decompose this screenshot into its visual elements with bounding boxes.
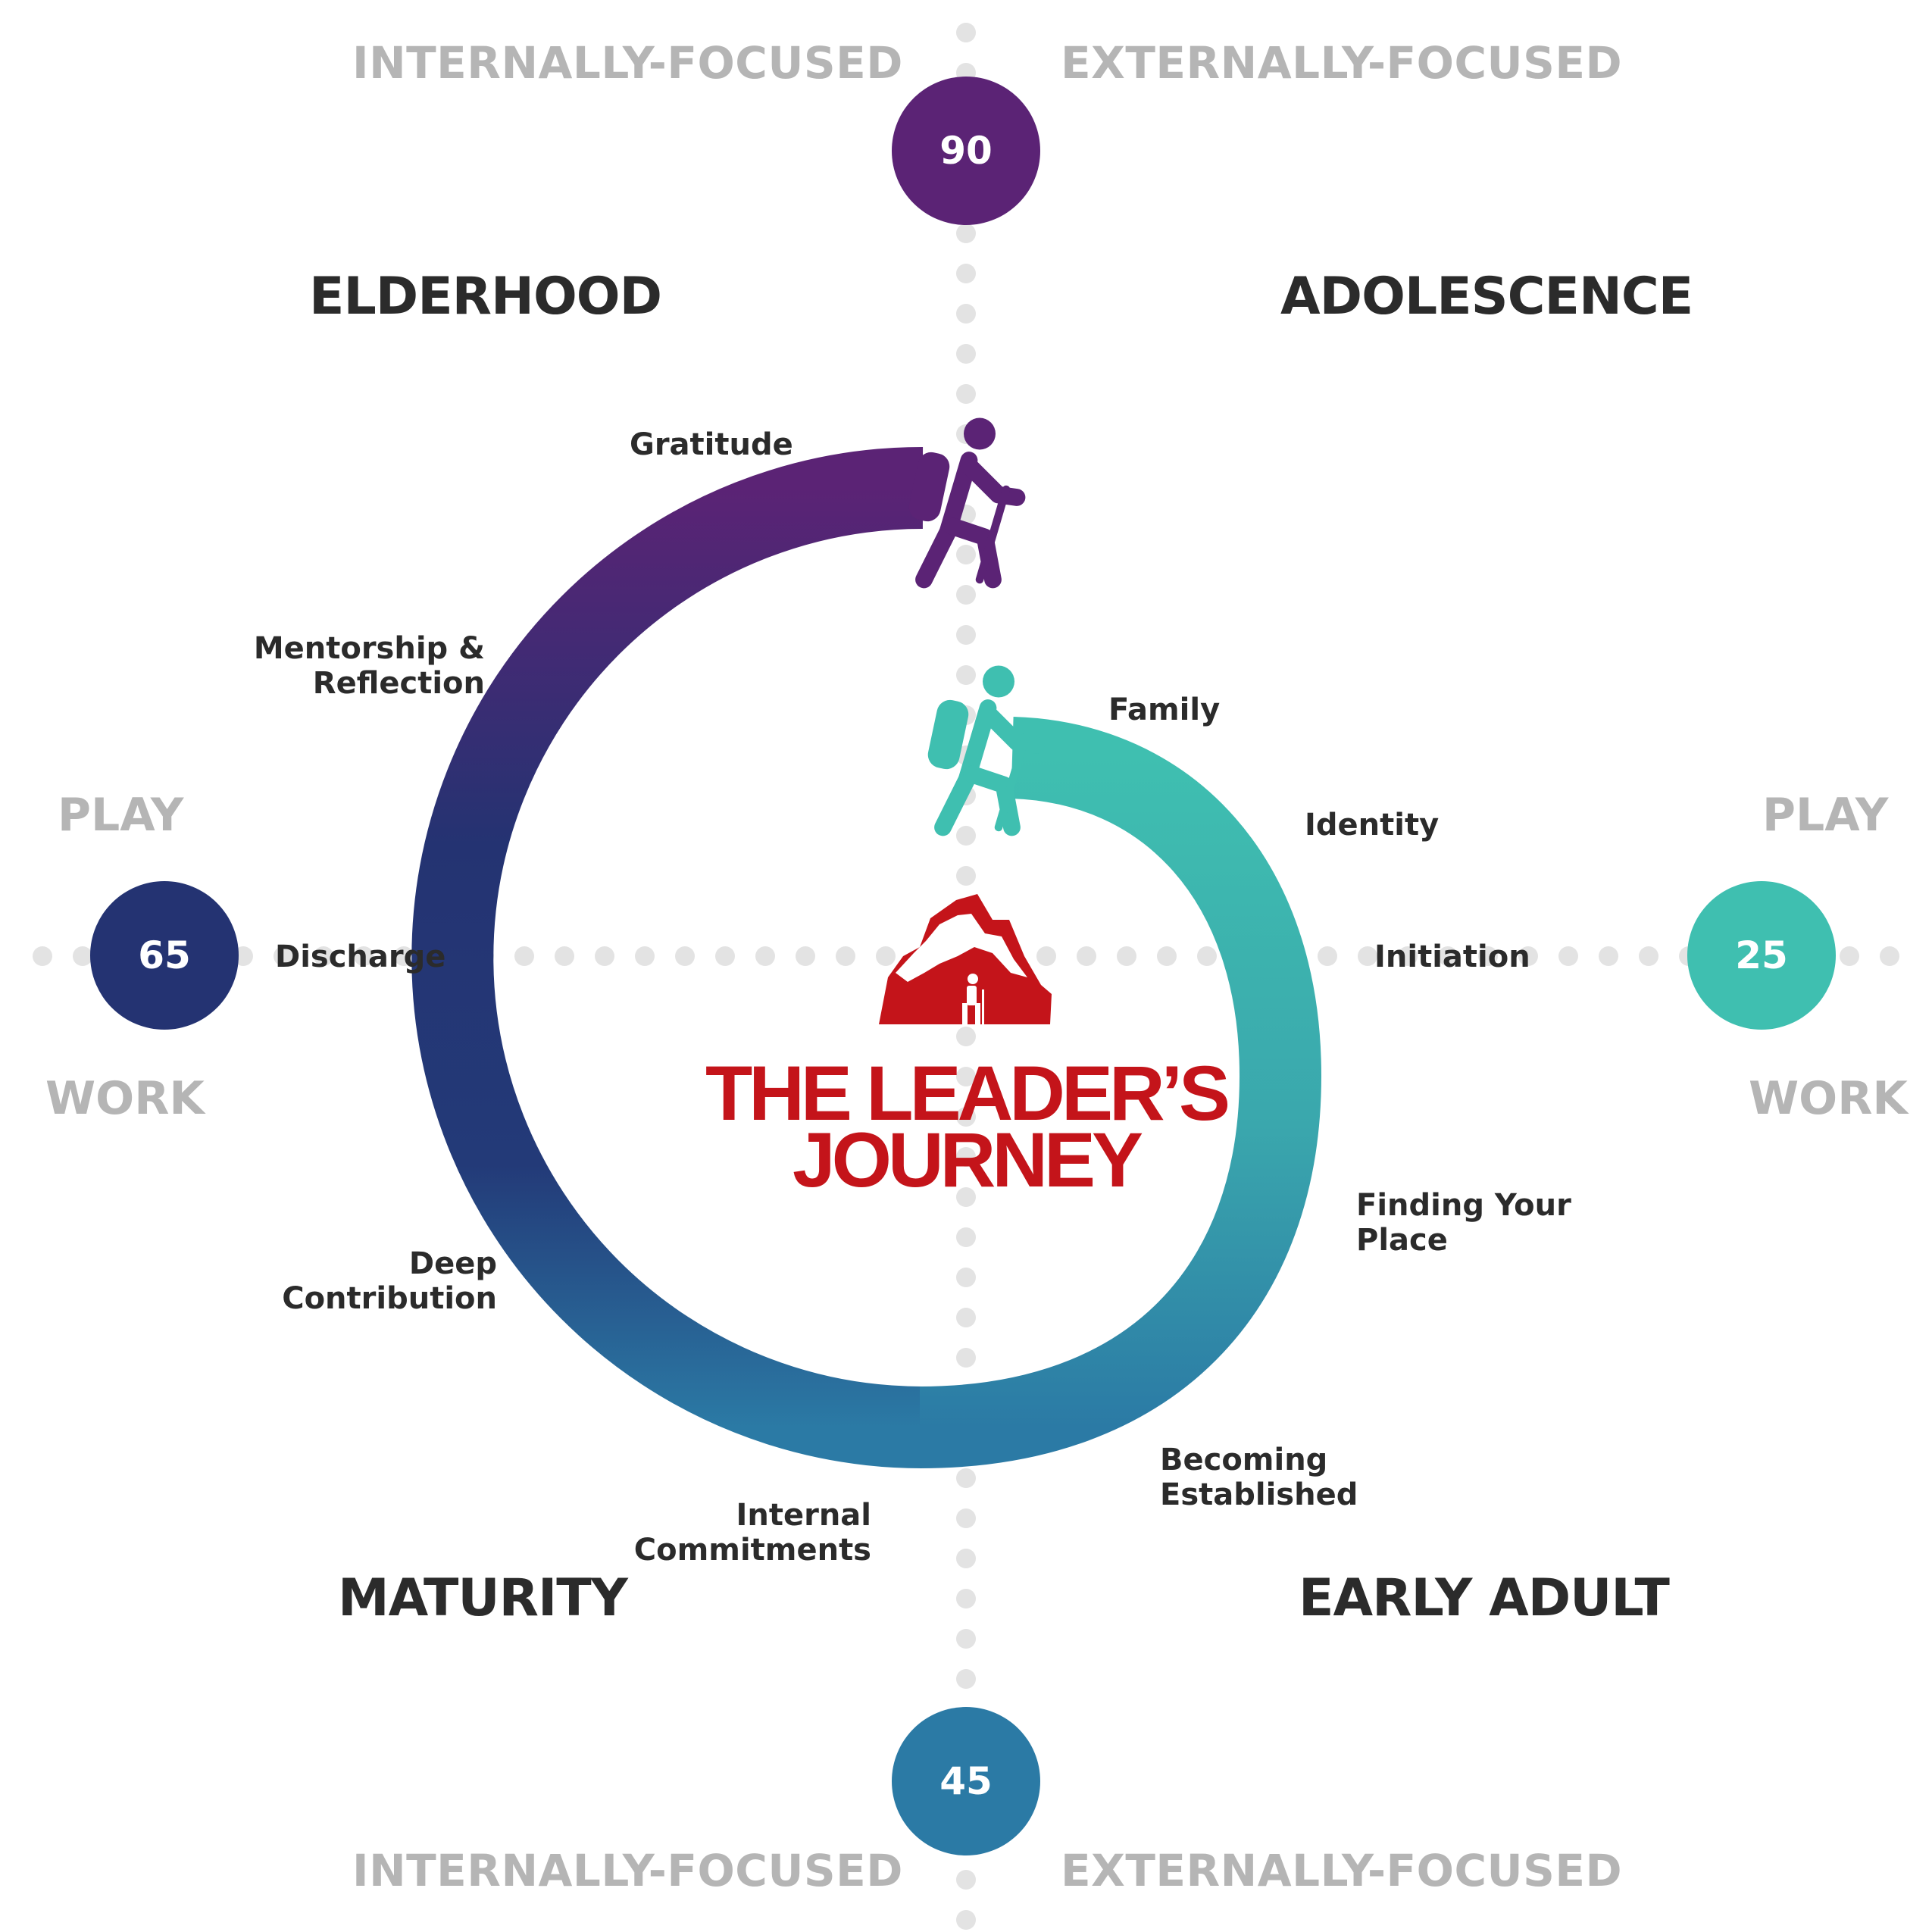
axis-dot: [956, 1669, 976, 1689]
axis-dot: [1558, 946, 1578, 966]
bottom-left-focus-label: INTERNALLY-FOCUSED: [352, 1845, 903, 1896]
axis-dot: [1478, 946, 1498, 966]
phase-initiation: Initiation: [1374, 939, 1530, 974]
axis-dot: [33, 946, 52, 966]
left-work-label: WORK: [45, 1072, 205, 1125]
axis-dot: [956, 224, 976, 243]
axis-dot: [836, 946, 855, 966]
left-play-label: PLAY: [58, 789, 184, 842]
axis-dot: [956, 1348, 976, 1368]
axis-dot: [956, 1107, 976, 1127]
axis-dot: [274, 946, 293, 966]
stage-early-adult: EARLY ADULT: [1299, 1568, 1670, 1628]
logo-hiker-icon: [962, 974, 984, 1026]
phase-finding-your-place: Finding Your Place: [1356, 1188, 1571, 1258]
right-play-label: PLAY: [1762, 789, 1889, 842]
phase-discharge: Discharge: [275, 939, 446, 974]
stage-elderhood: ELDERHOOD: [309, 267, 662, 327]
axis-dot: [394, 946, 414, 966]
axis-dot: [1358, 946, 1377, 966]
axis-dot: [1157, 946, 1177, 966]
age-90-badge: 90: [892, 77, 1040, 225]
axis-dot: [956, 344, 976, 364]
axis-dot: [956, 1508, 976, 1528]
phase-becoming-established: Becoming Established: [1160, 1443, 1358, 1512]
axis-dot: [956, 665, 976, 685]
axis-dot: [956, 1308, 976, 1327]
axis-dot: [956, 1629, 976, 1649]
axis-dot: [1318, 946, 1337, 966]
axis-dot: [555, 946, 574, 966]
axis-dot: [1639, 946, 1658, 966]
axis-dot: [1880, 946, 1899, 966]
age-25-badge: 25: [1687, 881, 1836, 1030]
axis-dot: [1438, 946, 1458, 966]
axis-dot: [715, 946, 735, 966]
phase-mentorship-reflection: Mentorship & Reflection: [253, 631, 485, 701]
axis-dot: [956, 384, 976, 404]
stage-maturity: MATURITY: [338, 1568, 628, 1628]
axis-dot: [1840, 946, 1859, 966]
age-65-badge: 65: [90, 881, 239, 1030]
axis-dot: [956, 625, 976, 645]
axis-dot: [956, 264, 976, 283]
axis-dot: [956, 304, 976, 324]
axis-dot: [796, 946, 815, 966]
axis-dot: [1077, 946, 1096, 966]
axis-dot: [956, 826, 976, 846]
axis-dot: [675, 946, 695, 966]
axis-dot: [1398, 946, 1418, 966]
phase-deep-contribution: Deep Contribution: [282, 1246, 497, 1316]
axis-dot: [1599, 946, 1618, 966]
axis-dot: [956, 545, 976, 564]
axis-dot: [354, 946, 374, 966]
axis-dot: [956, 1067, 976, 1086]
axis-dot: [956, 1589, 976, 1608]
spiral-inner-segment: [919, 717, 1322, 1468]
journey-spiral: [411, 447, 1322, 1468]
age-45-badge: 45: [892, 1707, 1040, 1855]
axis-dot: [956, 1468, 976, 1488]
hiker-elder-icon: [908, 417, 1026, 589]
axis-dot: [956, 1147, 976, 1167]
axis-dot: [956, 1870, 976, 1890]
axis-dot: [635, 946, 655, 966]
logo-title-line2: JOURNEY: [792, 1117, 1143, 1203]
top-right-focus-label: EXTERNALLY-FOCUSED: [1061, 37, 1623, 89]
bottom-right-focus-label: EXTERNALLY-FOCUSED: [1061, 1845, 1623, 1896]
top-left-focus-label: INTERNALLY-FOCUSED: [352, 37, 903, 89]
spiral-outer-segment: [411, 447, 924, 1468]
phase-internal-commitments: Internal Commitments: [633, 1498, 871, 1568]
axis-dot: [73, 946, 92, 966]
axis-dot: [876, 946, 896, 966]
phase-family: Family: [1108, 692, 1221, 727]
axis-dot: [956, 866, 976, 886]
axis-dot: [956, 585, 976, 605]
axis-dot: [514, 946, 534, 966]
axis-dot: [956, 1187, 976, 1207]
mountain-logo-icon: [879, 894, 1052, 1026]
right-work-label: WORK: [1749, 1072, 1908, 1125]
axis-dot: [956, 23, 976, 42]
phase-identity: Identity: [1305, 808, 1440, 843]
axis-dot: [956, 1268, 976, 1287]
axis-dot: [956, 1027, 976, 1046]
axis-dot: [1036, 946, 1056, 966]
axis-dot: [314, 946, 333, 966]
axis-dot: [755, 946, 775, 966]
axis-dot: [956, 1549, 976, 1568]
axis-dot: [595, 946, 614, 966]
phase-gratitude: Gratitude: [630, 427, 793, 462]
axis-dot: [956, 1910, 976, 1930]
axis-dot: [1117, 946, 1136, 966]
axis-dot: [1197, 946, 1217, 966]
hiker-young-icon: [927, 665, 1045, 836]
axis-dot: [1518, 946, 1538, 966]
axis-dot: [956, 1227, 976, 1247]
stage-adolescence: ADOLESCENCE: [1280, 267, 1693, 327]
logo-title-line1: THE LEADER’S: [705, 1050, 1230, 1136]
